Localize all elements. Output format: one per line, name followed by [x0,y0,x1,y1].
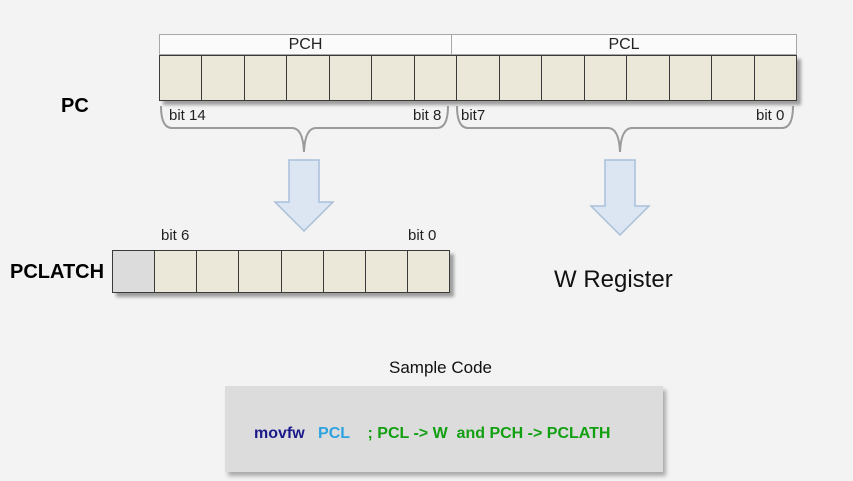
code-operand: PCL [318,425,350,442]
pc-bit-3 [626,56,669,100]
pclatch-bit-3 [280,251,323,292]
pclatch-bit-7 [113,251,155,292]
pc-bit-11 [286,56,329,100]
pc-bit0-label: bit 0 [756,107,785,124]
pcl-down-arrow [589,159,651,237]
pclatch-bit0-label: bit 0 [408,227,437,244]
pclatch-bit-5 [196,251,239,292]
code-comment: ; PCL -> W and PCH -> PCLATH [367,425,611,442]
sample-code-box: movfw PCL ; PCL -> W and PCH -> PCLATH [225,386,663,472]
pc-bit-6 [498,56,542,100]
w-register-label: W Register [554,266,673,293]
pc-bit-0 [753,56,797,100]
pc-bit-9 [371,56,414,100]
pclatch-label: PCLATCH [10,261,105,283]
code-instruction: movfw [254,425,305,442]
pc-bit-14 [160,56,202,100]
pc-bit-4 [583,56,627,100]
code-line: movfw PCL ; PCL -> W and PCH -> PCLATH [254,425,610,443]
pc-bit-1 [711,56,754,100]
pclatch-bit-0 [406,251,449,292]
pclatch-bit6-label: bit 6 [161,227,190,244]
pcl-brace [456,105,794,153]
pclatch-bit-2 [322,251,365,292]
pc-bit7-label: bit7 [461,107,486,124]
pch-down-arrow [273,159,335,233]
sample-code-title: Sample Code [389,358,493,377]
pclatch-register-bits [112,250,450,293]
pc-bit-10 [328,56,372,100]
pc-bit-5 [541,56,584,100]
pc-bit-7 [456,56,499,100]
pc-bit-12 [243,56,287,100]
pcl-header: PCL [451,34,797,55]
pc-bit-8 [413,56,457,100]
pc-register-bits [159,55,797,101]
pc-bit8-label: bit 8 [413,107,442,124]
pc-bit-13 [201,56,244,100]
pc-label: PC [61,95,89,117]
pch-brace [160,105,449,153]
pc-bit14-label: bit 14 [169,107,206,124]
pclatch-bit-6 [154,251,197,292]
pch-header: PCH [159,34,452,55]
pclatch-bit-4 [238,251,281,292]
pclatch-bit-1 [364,251,407,292]
pc-bit-2 [668,56,712,100]
